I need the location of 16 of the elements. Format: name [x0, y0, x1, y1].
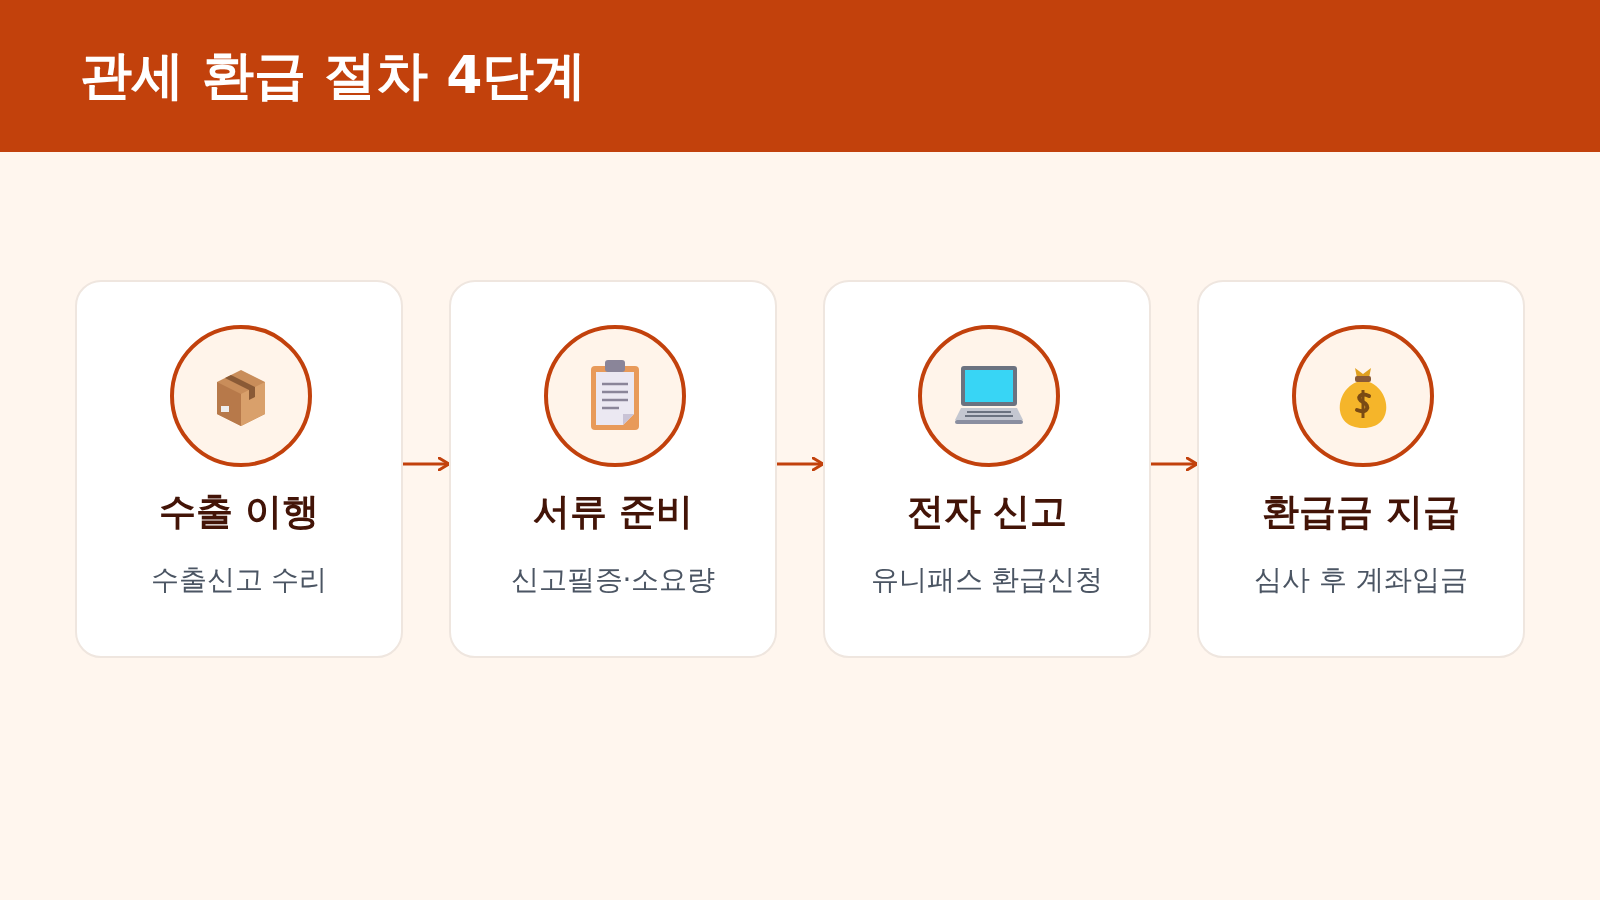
- step-description: 신고필증·소요량: [509, 562, 717, 598]
- arrow: [403, 456, 451, 472]
- step-title: 전자 신고: [905, 489, 1069, 535]
- step-card: [449, 280, 777, 658]
- step-card: [1197, 280, 1525, 658]
- page-title: 관세 환급 절차 4단계: [80, 44, 587, 107]
- step-title: 환급금 지급: [1261, 489, 1461, 535]
- step-description: 심사 후 계좌입금: [1253, 562, 1469, 598]
- arrow: [1151, 456, 1199, 472]
- arrow: [777, 456, 825, 472]
- step-title: 서류 준비: [531, 489, 695, 535]
- step-description: 수출신고 수리: [149, 562, 329, 598]
- step-card: [75, 280, 403, 658]
- step-card: [823, 280, 1151, 658]
- step-title: 수출 이행: [157, 489, 321, 535]
- step-description: 유니패스 환급신청: [869, 562, 1105, 598]
